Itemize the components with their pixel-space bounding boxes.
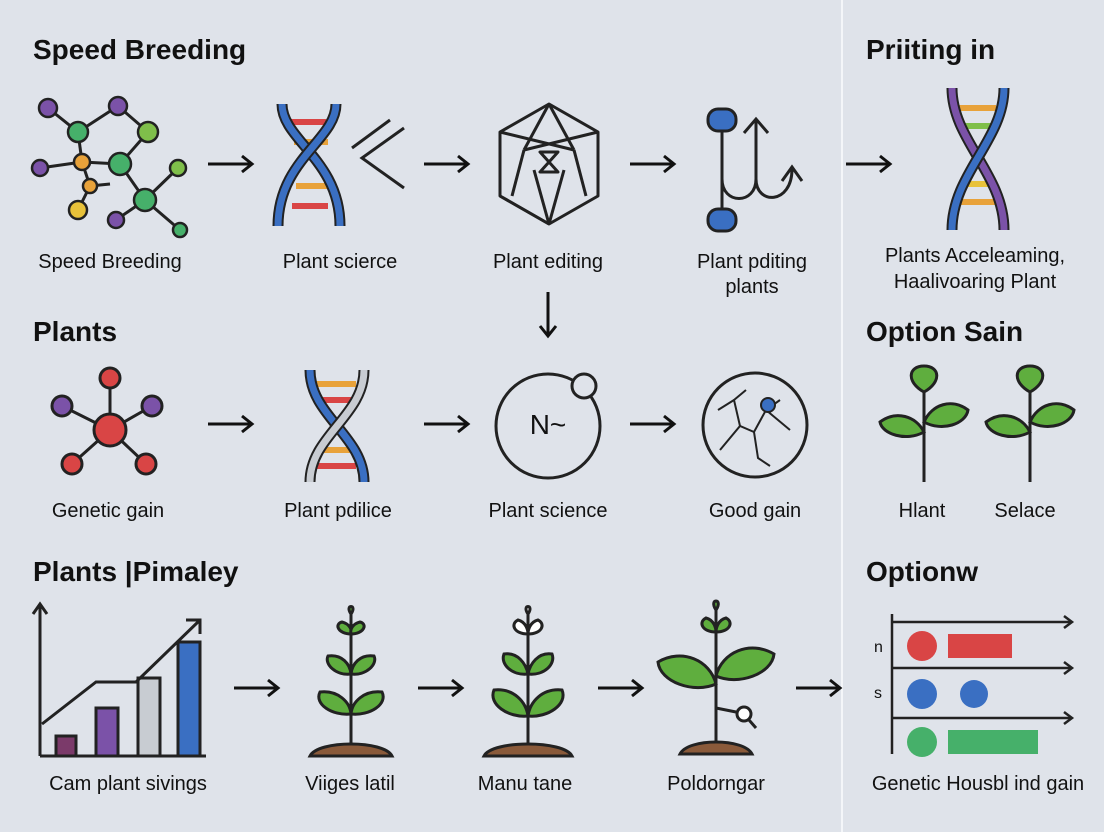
arrow-right-icon — [424, 414, 471, 434]
dna-helix-gray-icon — [304, 369, 370, 483]
seedling-icon — [307, 605, 395, 758]
section-divider — [841, 0, 843, 832]
label-poldorngar: Poldorngar — [667, 773, 765, 795]
atom-circle-icon: N~ — [494, 372, 602, 480]
label-good-gain: Good gain — [708, 500, 802, 522]
molecule-network-icon — [30, 95, 189, 239]
seedling-magnifier-icon — [656, 599, 776, 756]
heading-priiting-in: Priiting in — [866, 34, 996, 65]
label-viiges-latil: Viiges latil — [305, 773, 395, 795]
heading-optionw: Optionw — [866, 556, 978, 587]
circle-text: N~ — [530, 409, 567, 440]
seedling-icon — [481, 605, 575, 758]
dna-helix-icon — [272, 103, 405, 227]
label-plants: plants — [725, 276, 779, 298]
arrow-right-icon — [630, 414, 677, 434]
label-cam-plant-sivings: Cam plant sivings — [49, 773, 207, 795]
heading-plants-pimaley: Plants |Pimaley — [33, 556, 239, 587]
chart-letter-n: n — [874, 639, 883, 656]
chart-letter-s: s — [874, 685, 882, 702]
label-plant-pdilice: Plant pdilice — [284, 500, 392, 522]
molecule-star-icon — [50, 366, 164, 476]
label-plant-science: Plant science — [488, 500, 608, 522]
arrow-right-icon — [208, 414, 255, 434]
heading-speed-breeding: Speed Breeding — [33, 34, 247, 65]
heading-option-sain: Option Sain — [866, 316, 1024, 347]
label-haalivoaring-plant: Haalivoaring Plant — [893, 271, 1057, 293]
label-speed-breeding: Speed Breeding — [38, 251, 182, 273]
hexagon-structure-icon — [498, 102, 600, 226]
sprout-plant-icon — [878, 364, 970, 482]
label-manu-tane: Manu tane — [477, 773, 573, 795]
arrow-right-icon — [418, 678, 465, 698]
sprout-plant-icon — [984, 364, 1076, 482]
cell-network-icon — [701, 371, 809, 479]
arrow-down-icon — [538, 292, 558, 339]
label-plant-pditing: Plant pditing — [696, 251, 808, 273]
label-genetic-gain: Genetic gain — [51, 500, 165, 522]
arrow-right-icon — [208, 154, 255, 174]
growth-bar-chart-icon — [31, 601, 206, 758]
arrow-right-icon — [234, 678, 281, 698]
dumbbell-arrows-icon — [706, 107, 804, 233]
label-plant-editing: Plant editing — [492, 251, 604, 273]
label-genetic-housbl-ind-gain: Genetic Housbl ind gain — [871, 773, 1085, 795]
label-selace: Selace — [994, 500, 1056, 522]
arrow-right-icon — [846, 154, 893, 174]
arrow-right-icon — [630, 154, 677, 174]
heading-plants: Plants — [33, 316, 118, 347]
label-plant-scierce: Plant scierce — [282, 251, 398, 273]
arrow-right-icon — [598, 678, 645, 698]
label-hlant: Hlant — [898, 500, 946, 522]
arrow-right-icon — [796, 678, 843, 698]
arrow-right-icon — [424, 154, 471, 174]
option-row-chart-icon: n s — [874, 614, 1075, 757]
label-plants-acceleaming: Plants Acceleaming, — [884, 245, 1066, 267]
dna-helix-purple-icon — [946, 87, 1010, 231]
